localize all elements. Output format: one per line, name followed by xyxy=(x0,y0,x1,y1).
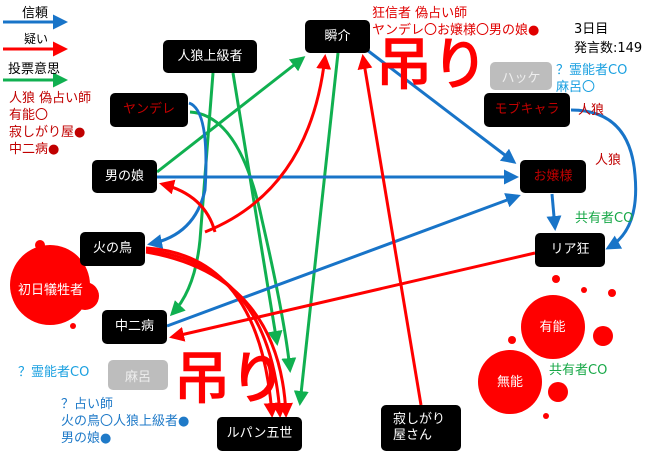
day-label: 3日目 xyxy=(574,22,609,37)
hanging-mark: 吊り xyxy=(174,347,286,412)
note-line: ヤンデレ〇お嬢様〇男の娘● xyxy=(372,23,540,38)
kyoyu-co-1: 共有者CO xyxy=(575,211,634,226)
legend-trust-label: 信頼 xyxy=(22,6,49,21)
note-line: 男の娘● xyxy=(61,431,112,446)
trust-arrow xyxy=(570,108,638,250)
node-yandere[interactable]: ヤンデレ xyxy=(110,93,188,127)
note-bottom-cyan: ？霊能者CO xyxy=(18,365,90,380)
note-bottom-blue: ？占い師 火の鳥〇人狼上級者● 男の娘● xyxy=(61,396,189,447)
node-yuno[interactable]: 有能 xyxy=(539,319,566,335)
doubt-arrow xyxy=(357,54,423,406)
doubt-arrow xyxy=(204,54,332,234)
ojou-role: 人狼 xyxy=(595,153,622,168)
note-left-red: 人狼 偽占い師 有能〇 寂しがり屋● 中二病● xyxy=(9,90,91,158)
node-hinotori[interactable]: 火の鳥 xyxy=(80,232,145,266)
node-otokonoko[interactable]: 男の娘 xyxy=(92,160,157,193)
mob-role: 人狼 xyxy=(578,103,605,118)
doubt-arrow xyxy=(145,250,293,418)
node-riakyo[interactable]: リア狂 xyxy=(535,233,605,267)
trust-arrow xyxy=(147,101,208,249)
vote-arrow xyxy=(231,72,283,346)
note-line: 火の鳥〇人狼上級者● xyxy=(61,414,190,429)
blood-splat xyxy=(10,240,616,419)
legend-doubt-label: 疑い xyxy=(24,32,49,46)
status-info: 3日目 発言数:149 xyxy=(574,20,642,58)
trust-arrow xyxy=(166,193,521,328)
vote-arrow xyxy=(169,72,215,317)
doubt-arrow xyxy=(169,251,536,342)
node-maro[interactable]: 麻呂 xyxy=(108,360,168,390)
node-ojousama[interactable]: お嬢様 xyxy=(520,160,586,193)
node-lupin[interactable]: ルパン五世 xyxy=(217,417,302,451)
hanging-mark: 吊り xyxy=(376,33,488,98)
doubt-arrow xyxy=(159,179,217,233)
note-top-red: 狂信者 偽占い師 ヤンデレ〇お嬢様〇男の娘● xyxy=(372,5,539,39)
note-line: 人狼 偽占い師 xyxy=(9,91,92,106)
node-shonichi[interactable]: 初日犠牲者 xyxy=(17,282,83,298)
note-line: ？霊能者CO xyxy=(556,63,628,78)
legend-vote-label: 投票意思 xyxy=(8,62,61,77)
node-chunibyo[interactable]: 中二病 xyxy=(102,310,167,344)
vote-arrow xyxy=(293,52,340,406)
note-line: 有能〇 xyxy=(9,108,49,123)
kyoyu-co-2: 共有者CO xyxy=(549,363,608,378)
node-label: 寂しがり屋さん xyxy=(393,412,446,443)
trust-arrow xyxy=(546,193,562,231)
node-jinrou-jokyu[interactable]: 人狼上級者 xyxy=(163,40,257,73)
vote-arrow xyxy=(189,110,297,373)
node-hakke[interactable]: ハッケ xyxy=(490,62,552,90)
node-mob[interactable]: モブキャラ xyxy=(484,93,570,127)
note-line: 寂しがり屋● xyxy=(9,125,86,140)
trust-arrow xyxy=(366,48,517,164)
vote-arrow xyxy=(156,56,306,174)
note-line: 麻呂〇 xyxy=(556,80,596,95)
post-count: 発言数:149 xyxy=(574,41,643,56)
note-top-cyan: ？霊能者CO 麻呂〇 xyxy=(556,62,627,96)
node-muno[interactable]: 無能 xyxy=(496,374,523,390)
note-line: 狂信者 偽占い師 xyxy=(372,6,468,21)
node-sabishigari[interactable]: 寂しがり屋さん xyxy=(381,405,461,451)
note-line: ？占い師 xyxy=(61,397,114,412)
note-line: 中二病● xyxy=(9,142,60,157)
doubt-arrow xyxy=(145,246,279,418)
node-shunsuke[interactable]: 瞬介 xyxy=(305,20,370,53)
